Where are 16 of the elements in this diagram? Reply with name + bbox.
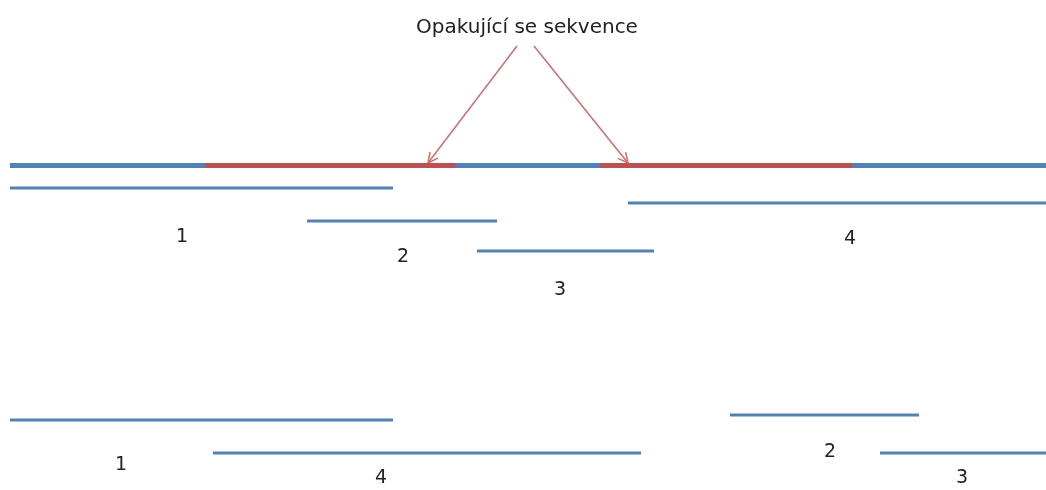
read-number: 4 [374,465,388,487]
arrow [427,45,518,164]
read-number: 4 [843,226,857,248]
dna-strand-segment [852,163,1046,168]
dna-strand-segment [455,163,600,168]
read-number: 3 [955,465,969,487]
annotation-text: Opakující se sekvence [380,14,674,46]
arrow [533,45,629,164]
repeat-sequence-segment [600,163,852,168]
read-number: 1 [114,452,128,474]
read-number: 3 [553,277,567,299]
read-number: 2 [396,244,410,266]
dna-strand-segment [10,163,205,168]
read-number: 1 [175,224,189,246]
read-number: 2 [823,439,837,461]
repeat-sequence-segment [205,163,455,168]
